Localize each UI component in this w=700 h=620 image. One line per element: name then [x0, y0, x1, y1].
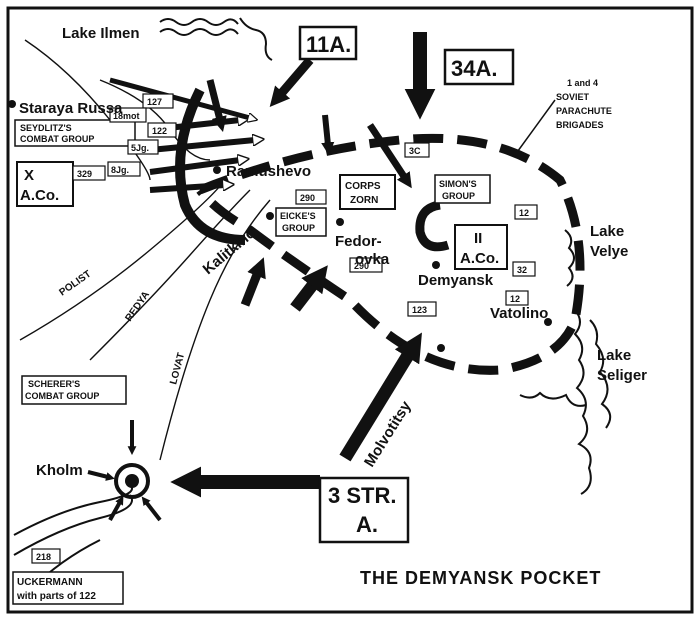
simon-group-pocket	[415, 200, 450, 252]
lake-seliger-label-1: Lake	[597, 347, 631, 364]
polist-river	[19, 179, 226, 341]
parachute-note: 1 and 4 SOVIET PARACHUTE BRIGADES	[556, 78, 612, 130]
lake-seliger	[519, 229, 612, 495]
arrow-s2	[290, 265, 328, 312]
kholm-label: Kholm	[36, 462, 83, 479]
redya-river	[89, 189, 251, 361]
fedorovka-dot	[336, 218, 344, 226]
ii-aco-1: II	[474, 230, 482, 247]
arrow-parachute	[513, 99, 556, 158]
svg-text:BRIGADES: BRIGADES	[556, 120, 604, 130]
svg-text:3C: 3C	[409, 146, 421, 156]
svg-text:8Jg.: 8Jg.	[111, 165, 129, 175]
corps-zorn-1: CORPS	[345, 181, 381, 192]
svg-text:PARACHUTE: PARACHUTE	[556, 106, 612, 116]
lake-velye-label-2: Velye	[590, 243, 628, 260]
svg-text:290: 290	[300, 193, 315, 203]
army-11a: 11A.	[306, 32, 351, 57]
map-title: THE DEMYANSK POCKET	[360, 568, 601, 588]
soviet-attack-arrows	[87, 32, 556, 522]
eicke-1: EICKE'S	[280, 211, 316, 221]
uckermann-1: UCKERMANN	[17, 577, 83, 588]
german-corps-boxes: X A.Co. II A.Co. CORPS ZORN EICKE'S GROU…	[12, 119, 508, 605]
svg-text:12: 12	[510, 294, 520, 304]
svg-text:12: 12	[519, 208, 529, 218]
svg-text:32: 32	[517, 265, 527, 275]
arrow-nw	[206, 79, 227, 132]
lake-seliger-label-2: Seliger	[597, 367, 647, 384]
army-3str-1: 3 STR.	[328, 483, 396, 508]
eicke-2: GROUP	[282, 223, 315, 233]
place-labels: Lake Ilmen Staraya Russa Ramushevo Kalit…	[19, 25, 647, 479]
arrow-s1	[240, 257, 266, 307]
svg-text:18mot: 18mot	[113, 111, 140, 121]
arrow-kholm-sw	[108, 495, 124, 521]
arrow-11a	[269, 57, 314, 108]
scherer-1: SCHERER'S	[28, 379, 80, 389]
division-boxes: 127 18mot 122 5Jg. 329 8Jg. 290 290 3C 1…	[31, 93, 538, 564]
ramushevo-dot	[213, 166, 221, 174]
demyansk-label: Demyansk	[418, 272, 494, 289]
vatolino-label: Vatolino	[490, 305, 548, 322]
army-34a: 34A.	[451, 56, 497, 81]
fedorovka-label-2: ovka	[355, 251, 390, 268]
svg-text:290: 290	[354, 261, 369, 271]
svg-text:218: 218	[36, 552, 51, 562]
pocket-perimeter	[196, 133, 585, 375]
vatolino-dot	[544, 318, 552, 326]
svg-text:122: 122	[152, 126, 167, 136]
redya-label: REDYA	[123, 289, 152, 323]
kholm-encirclement	[114, 463, 150, 499]
arrow-to-simon	[367, 123, 412, 189]
svg-text:5Jg.: 5Jg.	[131, 143, 149, 153]
arrow-kholm-s	[141, 496, 162, 522]
polist-label: POLIST	[57, 269, 93, 299]
soviet-army-boxes: 11A. 34A. 3 STR. A.	[298, 25, 515, 544]
german-front-ramushevo	[175, 87, 246, 245]
map-border	[6, 6, 694, 614]
arrow-34a-2	[321, 114, 335, 156]
svg-text:127: 127	[147, 97, 162, 107]
molvotitsy-dot	[437, 344, 445, 352]
lake-ilmen-label: Lake Ilmen	[62, 25, 140, 42]
lake-velye-label-1: Lake	[590, 223, 624, 240]
kalitkino-dot	[266, 212, 274, 220]
lovat-label: LOVAT	[168, 352, 187, 386]
village-dots	[8, 100, 552, 352]
seydlitz-1: SEYDLITZ'S	[20, 123, 72, 133]
seydlitz-2: COMBAT GROUP	[20, 134, 94, 144]
arrow-kholm-w	[87, 470, 115, 481]
simon-1: SIMON'S	[439, 179, 477, 189]
svg-text:123: 123	[412, 305, 427, 315]
ii-aco-2: A.Co.	[460, 250, 499, 267]
svg-text:SOVIET: SOVIET	[556, 92, 590, 102]
svg-text:1 and 4: 1 and 4	[567, 78, 598, 88]
lake-ilmen	[159, 17, 273, 61]
simon-2: GROUP	[442, 191, 475, 201]
scherer-2: COMBAT GROUP	[25, 391, 99, 401]
arrow-3str-molvotitsy	[339, 332, 422, 462]
x-aco-2: A.Co.	[20, 187, 59, 204]
ramushevo-label: Ramushevo	[226, 163, 311, 180]
army-3str-2: A.	[356, 512, 378, 537]
staraya-russa-dot	[8, 100, 16, 108]
demyansk-dot	[432, 261, 440, 269]
x-aco-1: X	[24, 167, 34, 184]
staraya-russa-label: Staraya Russa	[19, 100, 123, 117]
svg-text:329: 329	[77, 169, 92, 179]
corps-zorn-2: ZORN	[350, 195, 378, 206]
uckermann-2: with parts of 122	[16, 591, 96, 602]
fedorovka-label-1: Fedor-	[335, 233, 382, 250]
